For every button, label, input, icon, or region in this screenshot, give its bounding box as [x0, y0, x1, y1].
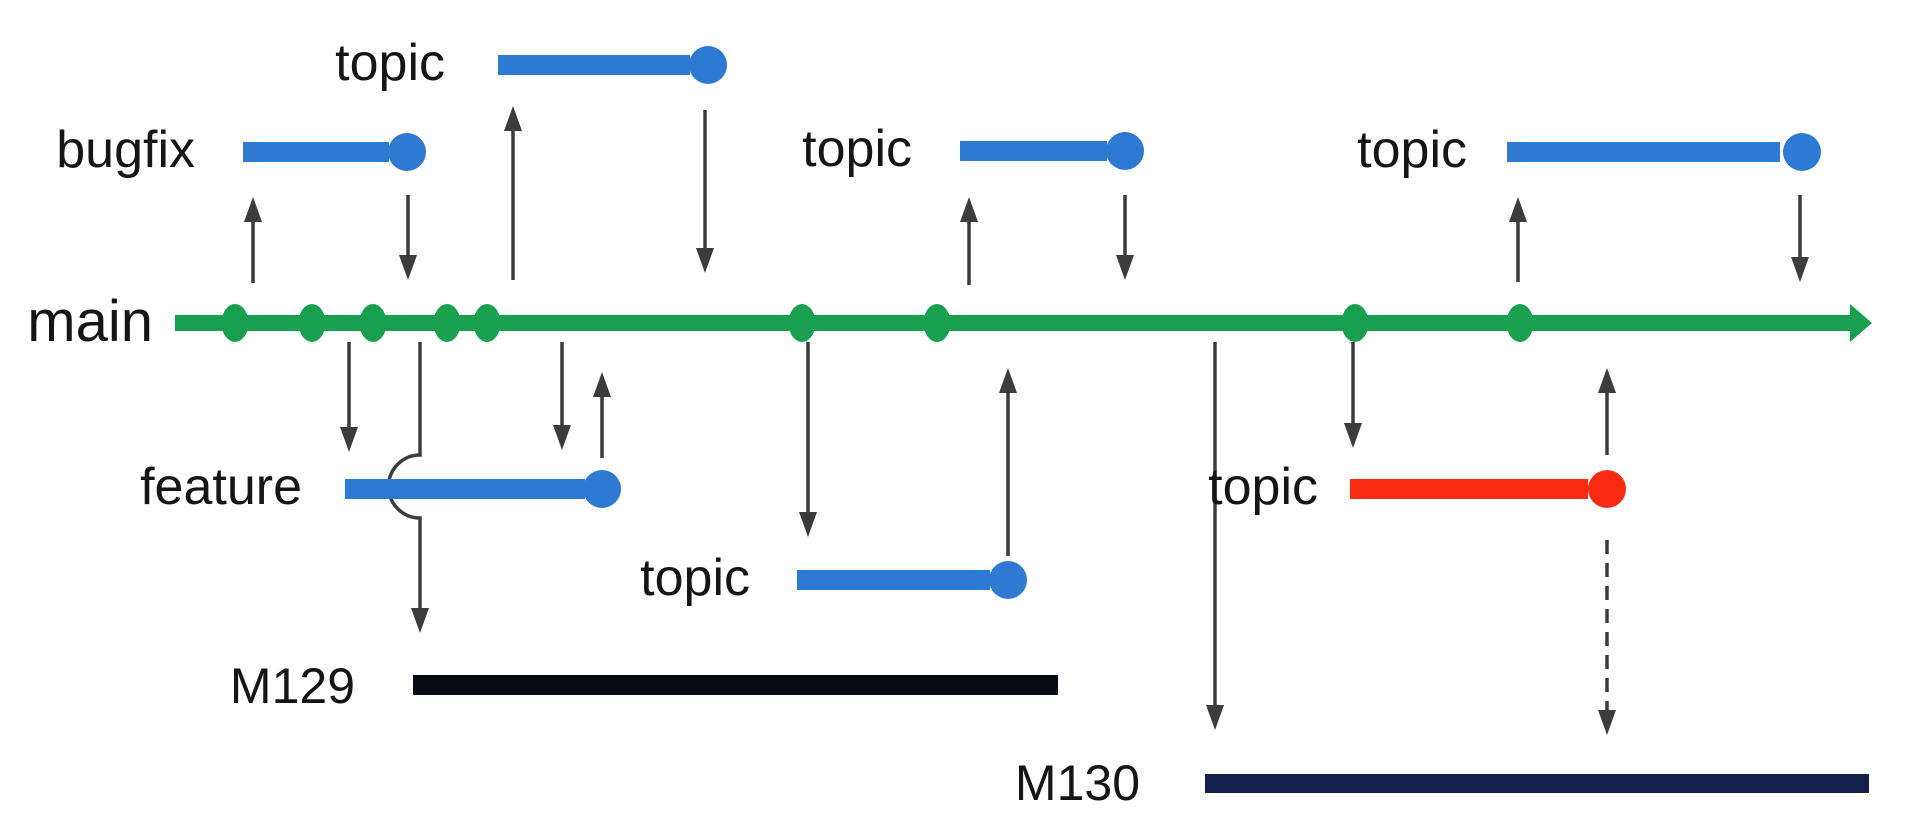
merge-arrow-topic-right	[1791, 195, 1809, 282]
labels: main bugfix topic topic topic feature to…	[27, 34, 1467, 811]
topic-right-branch-head	[1783, 133, 1821, 171]
feature-branch-head	[583, 470, 621, 508]
main-branch-line	[175, 315, 1853, 331]
feature-branch-bar	[345, 479, 585, 499]
branch-off-arrow-feature	[340, 342, 358, 452]
topic-mid-branch-label: topic	[802, 120, 912, 178]
commit-dot	[433, 304, 461, 342]
main-branch-arrowhead	[1850, 304, 1872, 342]
branch-off-arrow-bugfix	[244, 197, 262, 283]
release-arrow-m130	[1206, 342, 1224, 730]
merge-arrow-topic-ported	[1598, 368, 1616, 455]
main-commits	[221, 304, 1534, 342]
bugfix-branch-bar	[243, 142, 389, 162]
topic-top-branch-head	[689, 46, 727, 84]
update-arrow-feature	[553, 342, 571, 450]
commit-dot	[788, 304, 816, 342]
feature-branch-label: feature	[140, 458, 302, 516]
merge-arrow-topic-top	[696, 110, 714, 273]
topic-right-branch	[1507, 133, 1821, 171]
topic-right-branch-label: topic	[1357, 121, 1467, 179]
bugfix-branch-label: bugfix	[56, 121, 195, 179]
commit-dot	[473, 304, 501, 342]
topic-right-branch-bar	[1507, 142, 1780, 162]
main-branch-label: main	[27, 289, 153, 354]
m130-release-label: M130	[1015, 755, 1140, 811]
branch-off-arrow-topic-below	[799, 342, 817, 537]
topic-ported-branch-label: topic	[1208, 458, 1318, 516]
topic-ported-branch-head	[1588, 470, 1626, 508]
merge-arrow-topic-mid	[1116, 195, 1134, 280]
topic-below-branch-bar	[797, 570, 990, 590]
topic-ported-branch-bar	[1350, 479, 1588, 499]
topic-mid-branch-head	[1106, 132, 1144, 170]
branch-off-arrow-topic-right	[1509, 197, 1527, 282]
main-branch	[175, 304, 1872, 342]
commit-dot	[1506, 304, 1534, 342]
commit-dot	[298, 304, 326, 342]
topic-below-branch	[797, 561, 1027, 599]
m129-release-label: M129	[230, 658, 355, 714]
merge-arrow-bugfix	[399, 195, 417, 280]
feature-branch	[345, 470, 621, 508]
topic-below-branch-head	[989, 561, 1027, 599]
bugfix-branch-head	[388, 133, 426, 171]
commit-dot	[1341, 304, 1369, 342]
branch-off-arrow-topic-ported	[1344, 342, 1362, 448]
topic-below-branch-label: topic	[640, 549, 750, 607]
commit-dot	[221, 304, 249, 342]
topic-mid-branch	[960, 132, 1144, 170]
port-dashed-arrow-topic-ported	[1598, 540, 1616, 735]
topic-top-branch-bar	[498, 55, 690, 75]
topic-ported-branch	[1350, 470, 1626, 508]
m129-release-bar	[413, 675, 1058, 695]
branch-off-arrow-topic-top	[504, 106, 522, 280]
commit-dot	[359, 304, 387, 342]
topic-top-branch-label: topic	[335, 34, 445, 92]
topic-top-branch	[498, 46, 727, 84]
branch-off-arrow-topic-mid	[960, 197, 978, 285]
connector-arrows	[244, 106, 1809, 735]
commit-dot	[923, 304, 951, 342]
m130-release-bar	[1205, 774, 1869, 793]
releases	[413, 675, 1869, 793]
branches	[243, 46, 1821, 599]
topic-mid-branch-bar	[960, 141, 1107, 161]
merge-arrow-feature	[593, 372, 611, 458]
merge-arrow-topic-below	[999, 368, 1017, 556]
bugfix-branch	[243, 133, 426, 171]
